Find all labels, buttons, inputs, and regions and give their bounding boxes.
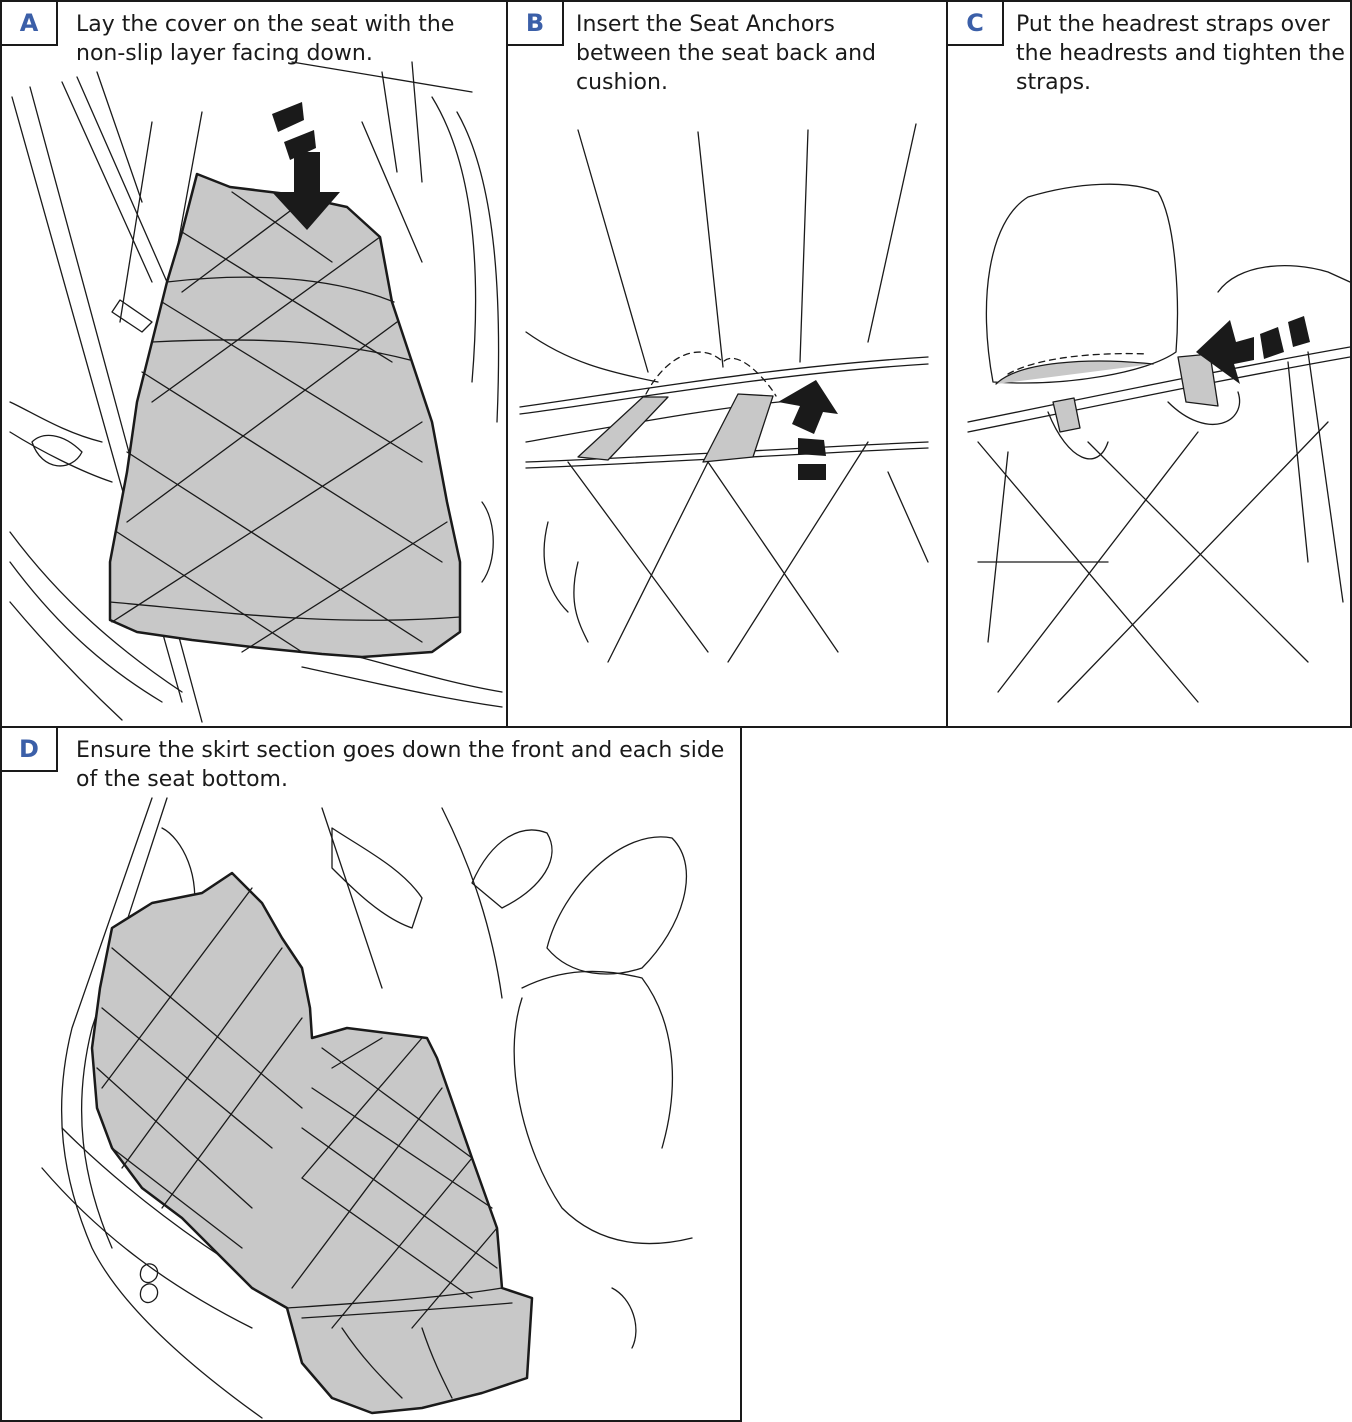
step-panel-a: A Lay the cover on the seat with the non… [0, 0, 508, 728]
step-badge-d: D [0, 726, 58, 772]
step-caption-a: Lay the cover on the seat with the non-s… [76, 10, 496, 68]
illustration-skirt-section [2, 728, 742, 1422]
illustration-lay-cover [2, 2, 508, 728]
up-arrow-icon [778, 380, 838, 434]
step-panel-b: B Insert the Seat Anchors between the se… [506, 0, 948, 728]
step-badge-a: A [0, 0, 58, 46]
step-panel-c: C Put the headrest straps over the headr… [946, 0, 1352, 728]
illustration-headrest-straps [948, 2, 1352, 728]
illustration-seat-anchors [508, 2, 948, 728]
step-panel-d: D Ensure the skirt section goes down the… [0, 726, 742, 1422]
step-caption-b: Insert the Seat Anchors between the seat… [576, 10, 936, 97]
seat-cover-shape [110, 174, 460, 657]
step-caption-c: Put the headrest straps over the headres… [1016, 10, 1346, 97]
step-badge-c: C [946, 0, 1004, 46]
step-badge-b: B [506, 0, 564, 46]
step-caption-d: Ensure the skirt section goes down the f… [76, 736, 736, 794]
